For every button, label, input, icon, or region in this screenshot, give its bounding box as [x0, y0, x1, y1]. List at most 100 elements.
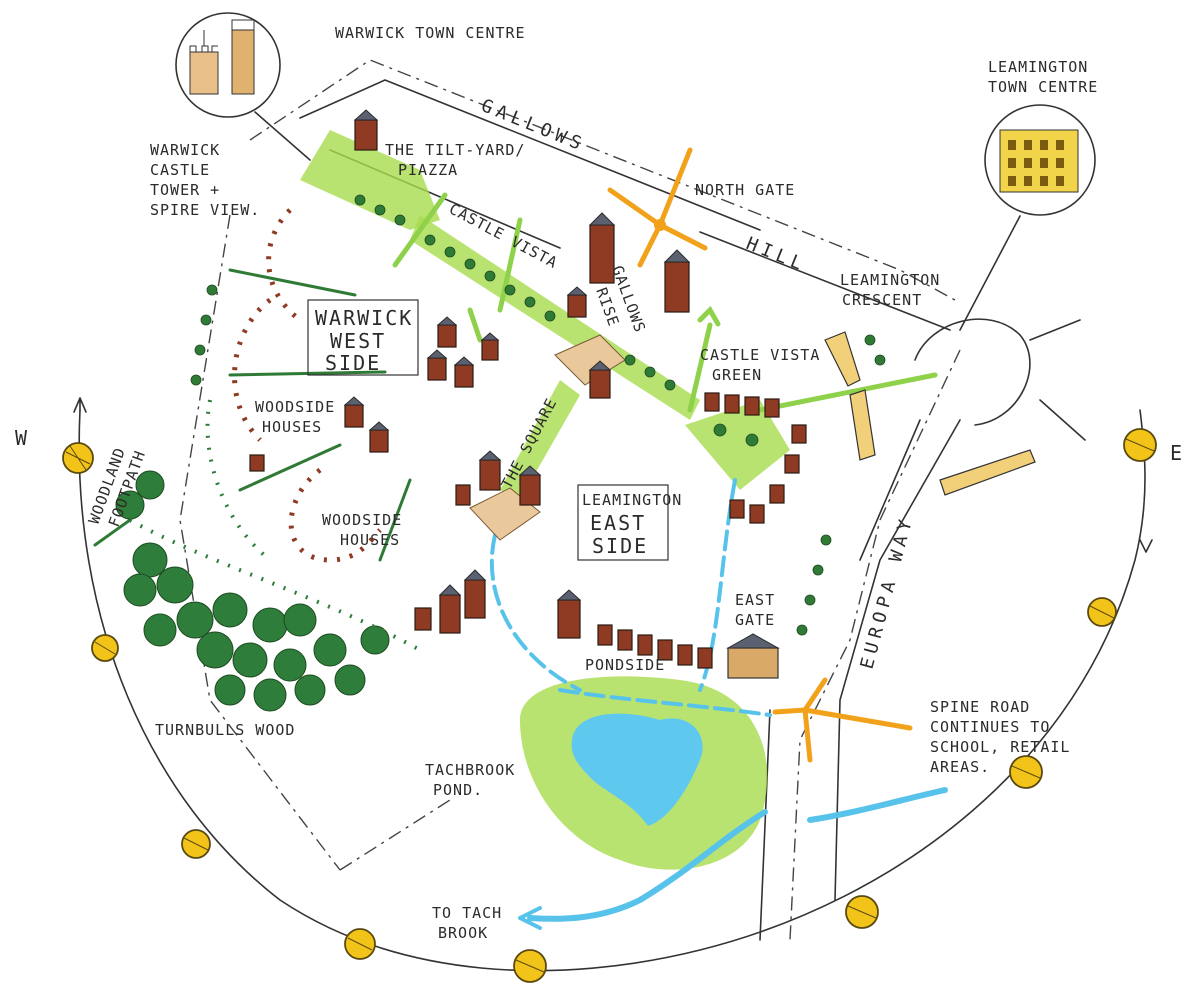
tree-icon	[135, 470, 165, 500]
house-icon	[597, 624, 613, 646]
svg-text:GATE: GATE	[735, 611, 775, 629]
house-icon	[455, 484, 471, 506]
house-icon	[749, 504, 765, 524]
house-icon	[677, 644, 693, 666]
tree-icon	[143, 613, 177, 647]
house-icon	[249, 454, 265, 472]
svg-text:TOWER +: TOWER +	[150, 181, 220, 199]
stream-south	[527, 809, 768, 922]
tree-icon	[196, 631, 234, 669]
north-gate-label: NORTH GATE	[695, 181, 795, 199]
leamington-east-side-label: LEAMINGTON	[582, 491, 682, 509]
svg-text:BROOK: BROOK	[438, 924, 488, 942]
svg-text:HOUSES: HOUSES	[340, 531, 400, 549]
tree-icon	[156, 566, 194, 604]
svg-text:SPIRE VIEW.: SPIRE VIEW.	[150, 201, 260, 219]
route-marker-icon	[1123, 428, 1157, 462]
tree-icon	[334, 664, 366, 696]
tree-icon	[253, 678, 287, 712]
leamington-crescent-label: LEAMINGTON	[840, 271, 940, 289]
tree-icon	[176, 601, 214, 639]
house-icon	[704, 392, 720, 412]
tree-icon	[232, 642, 268, 678]
leamington-town-centre-label: LEAMINGTON	[988, 58, 1088, 76]
route-marker-icon	[344, 928, 376, 960]
warwick-town-centre-label: WARWICK TOWN CENTRE	[335, 24, 526, 42]
tiltyard-label: THE TILT-YARD/	[385, 141, 525, 159]
to-tach-brook-label: TO TACH	[432, 904, 502, 922]
route-marker-icon	[62, 442, 94, 474]
house-icon	[480, 332, 500, 361]
gateway-arrows-icon	[607, 147, 913, 763]
tiltyard-green	[300, 130, 440, 230]
house-icon	[588, 212, 616, 284]
svg-text:CONTINUES TO: CONTINUES TO	[930, 718, 1050, 736]
tree-icon	[115, 490, 145, 520]
spine-road-label: SPINE ROAD	[930, 698, 1030, 716]
house-icon	[588, 360, 612, 399]
tree-icon	[252, 607, 288, 643]
tree-icon	[214, 674, 246, 706]
east-gate-label: EAST	[735, 591, 775, 609]
house-icon	[744, 396, 760, 416]
compass-east-label: E	[1170, 441, 1184, 465]
route-marker-icon	[513, 949, 547, 983]
svg-text:EAST: EAST	[590, 511, 646, 535]
spine-path-west	[489, 533, 582, 692]
svg-text:TOWN CENTRE: TOWN CENTRE	[988, 78, 1098, 96]
tree-icon	[212, 592, 248, 628]
leamington-vignette	[959, 104, 1096, 331]
street-trees	[190, 194, 886, 636]
castle-vista-green-label: CASTLE VISTA	[700, 346, 820, 364]
house-icon	[368, 421, 390, 453]
house-icon	[784, 454, 800, 474]
europa-way-label: EUROPA WAY	[857, 513, 918, 671]
house-icon	[518, 465, 542, 506]
tachbrook-pond-water	[571, 713, 703, 826]
svg-text:POND.: POND.	[433, 781, 483, 799]
house-icon	[637, 634, 653, 656]
the-square-avenue	[500, 380, 580, 500]
svg-text:SIDE: SIDE	[325, 351, 381, 375]
tree-icon	[283, 603, 317, 637]
woodland	[115, 470, 390, 712]
pondside-label: PONDSIDE	[585, 656, 665, 674]
house-icon	[438, 584, 462, 634]
tachbrook-pond-label: TACHBROOK	[425, 761, 515, 779]
site-boundary	[179, 59, 961, 941]
tree-icon	[313, 633, 347, 667]
tree-icon	[273, 648, 307, 682]
woodside-houses-b-label: WOODSIDE	[322, 511, 402, 529]
house-icon	[697, 647, 713, 669]
house-icon	[566, 286, 588, 318]
route-marker-icon	[181, 829, 211, 859]
east-gate-arrows	[772, 677, 913, 763]
castle-tower-icon	[189, 19, 255, 95]
svg-text:PIAZZA: PIAZZA	[398, 161, 458, 179]
house-icon	[663, 249, 691, 313]
svg-text:SCHOOL, RETAIL: SCHOOL, RETAIL	[930, 738, 1070, 756]
house-icon	[729, 499, 745, 519]
house-icon	[463, 569, 487, 619]
house-icon	[724, 394, 740, 414]
pondside-path	[558, 688, 772, 717]
compass-west-label: W	[15, 426, 29, 450]
house-icon	[453, 356, 475, 388]
circular-route	[73, 397, 1153, 972]
route-marker-icon	[91, 634, 119, 662]
stream-east	[807, 787, 948, 823]
vista-arrows	[93, 192, 938, 562]
castle-vista-green-area	[685, 400, 790, 490]
route-marker-icon	[845, 895, 879, 929]
svg-text:HILL: HILL	[743, 233, 810, 276]
house-icon	[414, 607, 432, 631]
warwick-castle-label: WARWICK	[150, 141, 220, 159]
svg-text:CASTLE: CASTLE	[150, 161, 210, 179]
house-icon	[657, 639, 673, 661]
woodside-houses-a-label: WOODSIDE	[255, 398, 335, 416]
svg-text:HOUSES: HOUSES	[262, 418, 322, 436]
roundabout	[914, 318, 1086, 441]
route-marker-icon	[1087, 597, 1117, 627]
svg-text:CRESCENT: CRESCENT	[842, 291, 922, 309]
